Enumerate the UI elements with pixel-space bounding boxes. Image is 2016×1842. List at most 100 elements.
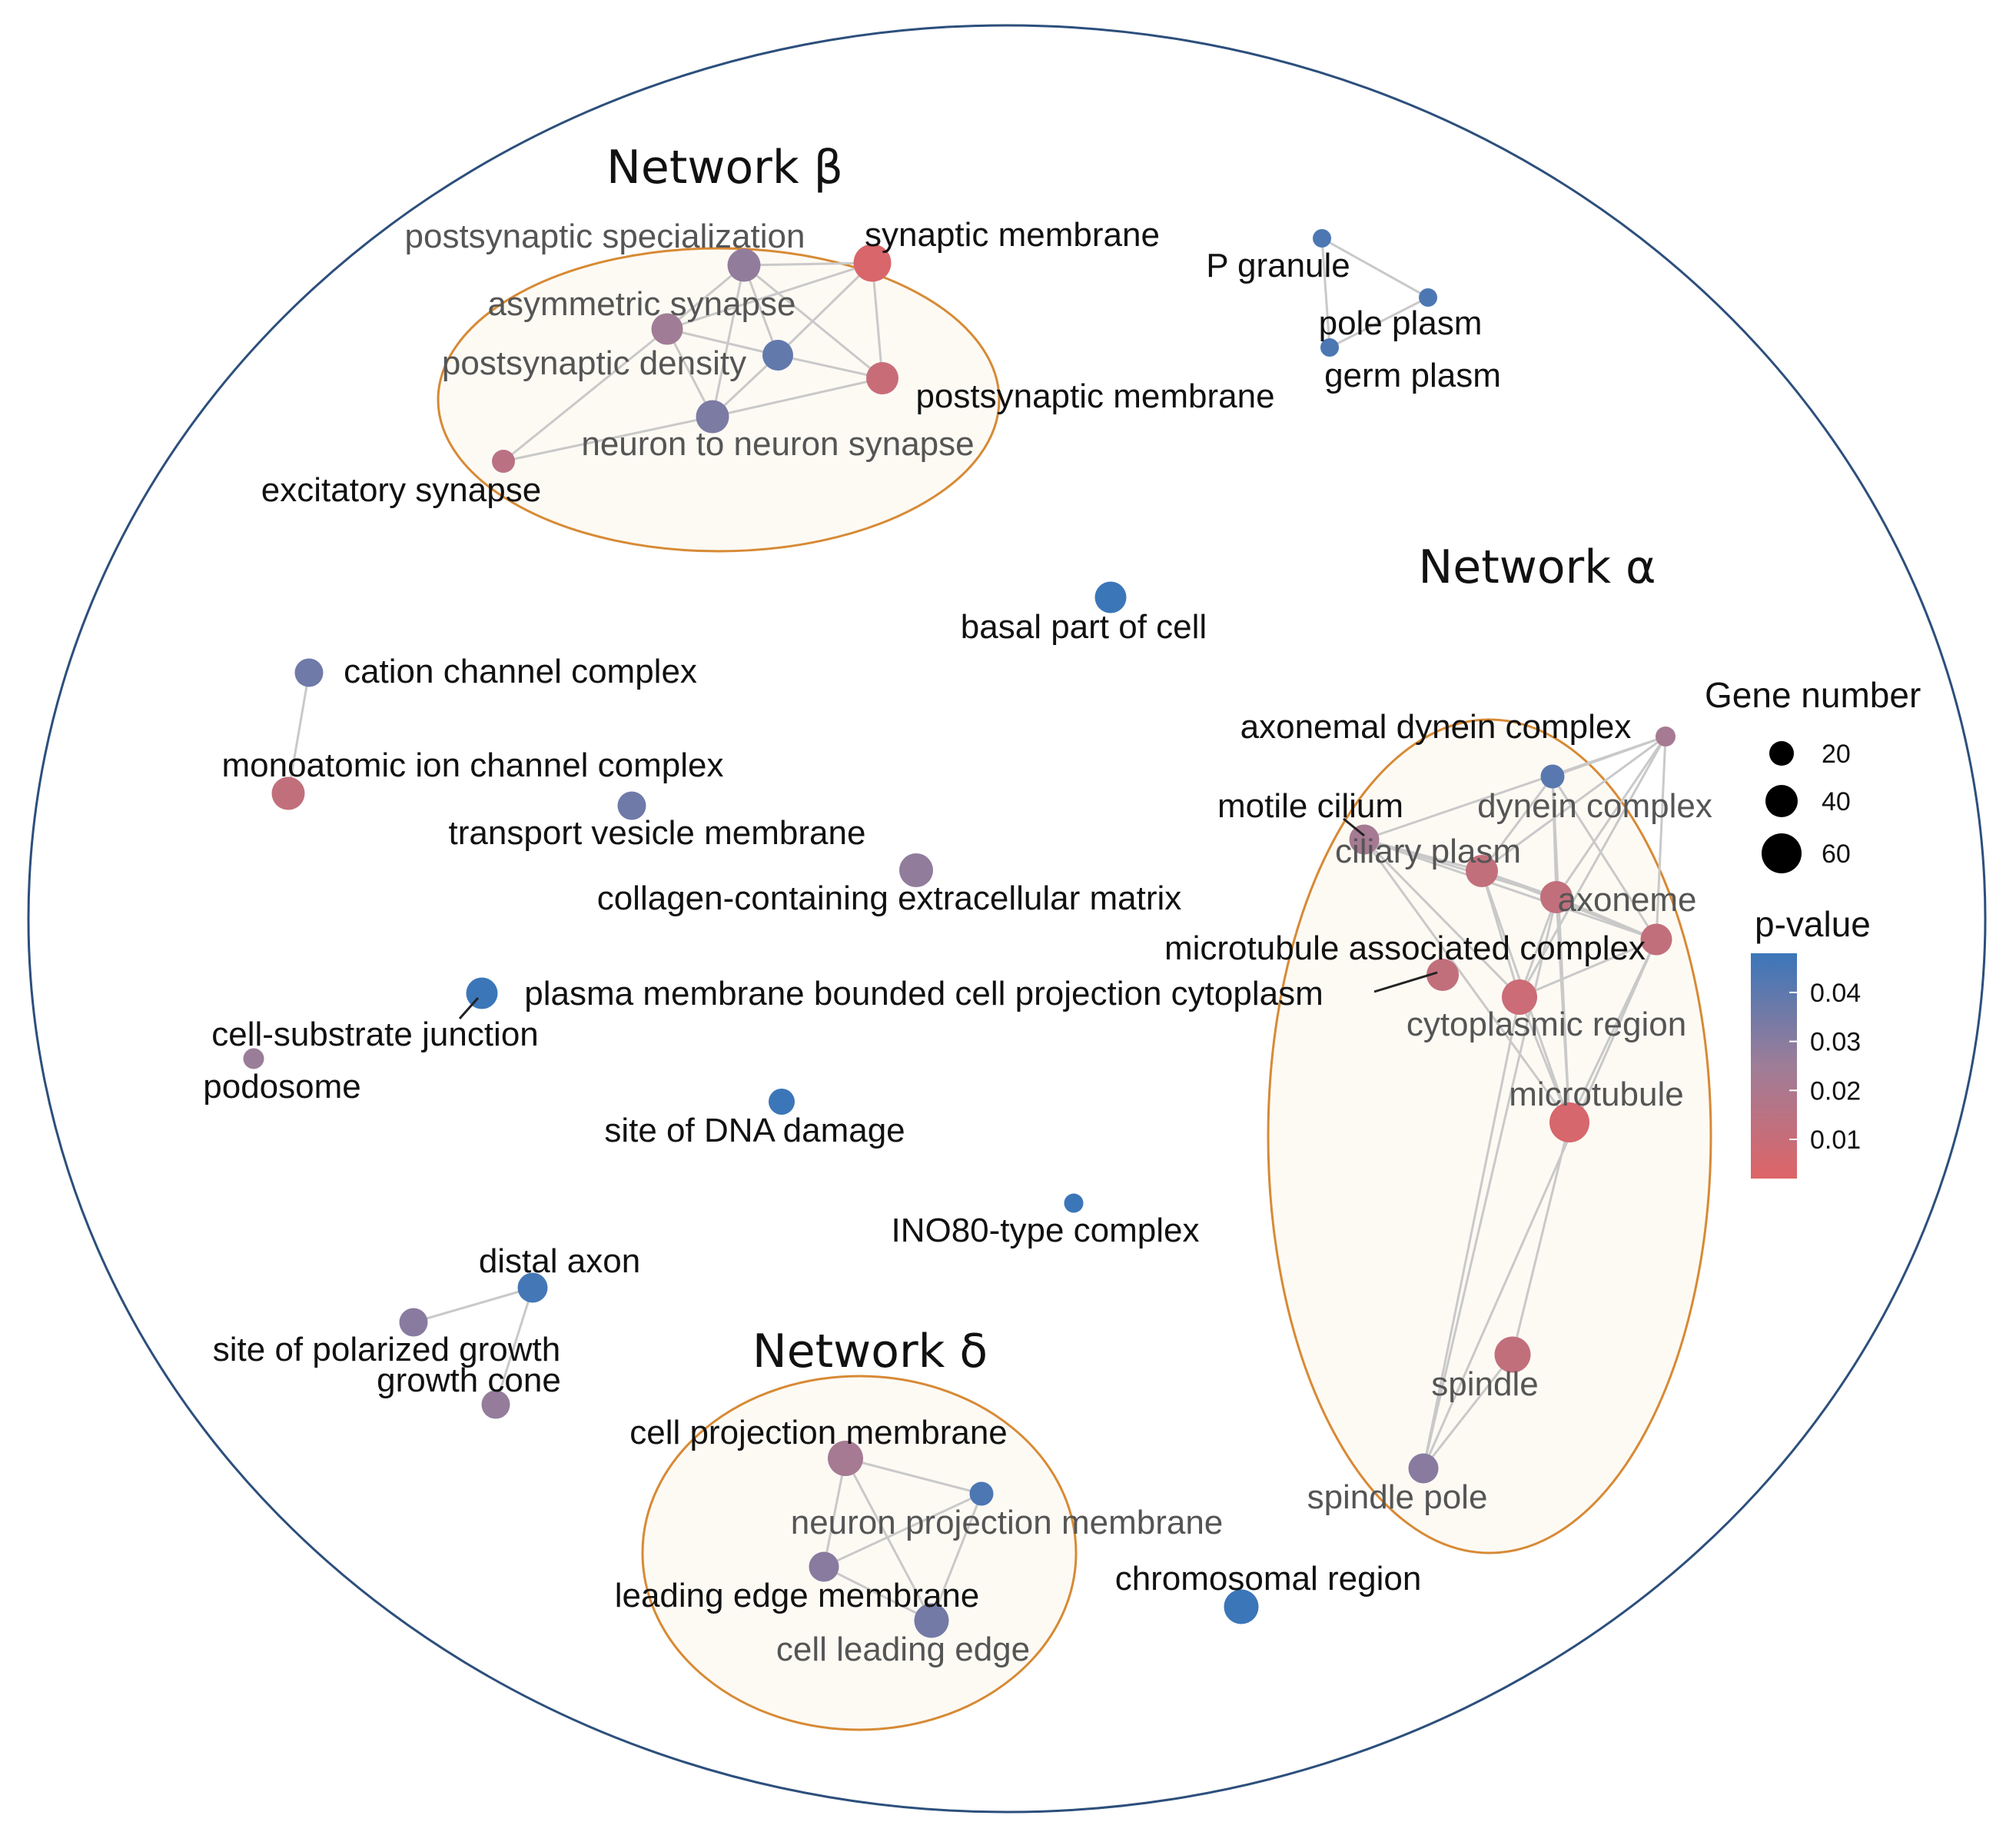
node-collagen-ecm[interactable] — [899, 853, 933, 887]
edge-distal_axon-site_of_polarized_growth — [413, 1286, 533, 1324]
label-pm-bounded-cell-projection-cytoplasm: plasma membrane bounded cell projection … — [524, 975, 1323, 1012]
node-monoatomic-ion-channel-complex[interactable] — [271, 776, 305, 810]
legend-color-ticks: 0.040.030.020.01 — [1789, 979, 1861, 1155]
node-cell-leading-edge[interactable] — [914, 1603, 949, 1638]
edge-axoneme-cytoplasmic_region — [1518, 896, 1558, 998]
node-ciliary-plasm[interactable] — [1466, 855, 1498, 887]
label-ciliary-plasm: ciliary plasm — [1335, 833, 1521, 870]
edge-axoneme-microtubule_associated_complex — [1556, 896, 1657, 941]
edge-cytoplasmic_region-spindle_pole — [1422, 996, 1521, 1469]
node-chromosomal-region[interactable] — [1224, 1589, 1259, 1624]
node-site-of-dna-damage[interactable] — [769, 1089, 795, 1115]
edge-cation_channel_complex-monoatomic_ion_channel_complex — [287, 672, 311, 794]
legend-size-value-1: 40 — [1822, 787, 1851, 816]
edge-synaptic_membrane-asymmetric_synapse — [666, 261, 873, 331]
edge-axonemal_dynein_complex-microtubule_associated_complex — [1655, 736, 1667, 940]
label-collagen-ecm: collagen-containing extracellular matrix — [597, 879, 1182, 917]
node-leading-edge-membrane[interactable] — [809, 1551, 839, 1582]
node-distal-axon[interactable] — [517, 1272, 548, 1303]
legend-color-tick-label-3: 0.01 — [1810, 1125, 1861, 1155]
legend-color-tick-label-2: 0.02 — [1810, 1076, 1861, 1106]
network-alpha-ellipse — [1267, 718, 1712, 1554]
edge-p_granule-pole_plasm — [1321, 237, 1429, 299]
legend: Gene number 20 40 60 p-value 0.040.030.0… — [1705, 675, 1921, 1179]
label-excitatory-synapse: excitatory synapse — [261, 471, 541, 509]
node-excitatory-synapse[interactable] — [492, 450, 515, 473]
label-spindle: spindle — [1431, 1365, 1538, 1403]
legend-color-tick-label-1: 0.03 — [1810, 1028, 1861, 1057]
node-transport-vesicle-membrane[interactable] — [617, 791, 646, 820]
legend-size-title: Gene number — [1705, 675, 1921, 715]
network-delta-ellipse — [641, 1375, 1078, 1731]
node-neuron-to-neuron-synapse[interactable] — [696, 400, 729, 434]
node-synaptic-membrane[interactable] — [853, 244, 892, 282]
node-ino80-type-complex[interactable] — [1064, 1193, 1084, 1213]
label-ino80-type-complex: INO80-type complex — [891, 1212, 1199, 1249]
node-axonemal-dynein-complex[interactable] — [1656, 726, 1676, 746]
node-asymmetric-synapse[interactable] — [651, 313, 683, 345]
edge-neuron_projection_membrane-leading_edge_membrane — [823, 1492, 982, 1568]
label-axoneme: axoneme — [1557, 881, 1696, 919]
node-pm-bounded-cell-projection-cytoplasm[interactable] — [1426, 959, 1459, 991]
node-cell-projection-membrane[interactable] — [828, 1441, 863, 1476]
label-axonemal-dynein-complex: axonemal dynein complex — [1240, 708, 1632, 746]
label-chromosomal-region: chromosomal region — [1115, 1560, 1422, 1598]
node-motile-cilium[interactable] — [1349, 824, 1380, 855]
node-pole-plasm[interactable] — [1419, 288, 1437, 307]
label-asymmetric-synapse: asymmetric synapse — [487, 285, 795, 323]
node-cytoplasmic-region[interactable] — [1502, 979, 1537, 1015]
edge-neuron_to_neuron_synapse-excitatory_synapse — [503, 415, 713, 463]
edge-postsynaptic_specialization-neuron_to_neuron_synapse — [711, 264, 746, 417]
node-microtubule-associated-complex[interactable] — [1640, 923, 1672, 956]
edge-axonemal_dynein_complex-ciliary_plasm — [1481, 735, 1666, 873]
edge-postsynaptic_specialization-synaptic_membrane — [743, 261, 873, 267]
label-dynein-complex: dynein complex — [1477, 787, 1712, 825]
node-postsynaptic-density[interactable] — [762, 340, 793, 371]
label-synaptic-membrane: synaptic membrane — [865, 216, 1160, 254]
node-growth-cone[interactable] — [481, 1390, 510, 1419]
node-microtubule[interactable] — [1549, 1102, 1589, 1142]
label-neuron-projection-membrane: neuron projection membrane — [791, 1504, 1224, 1541]
edge-spindle-spindle_pole — [1422, 1354, 1514, 1469]
label-transport-vesicle-membrane: transport vesicle membrane — [449, 814, 866, 852]
edge-axonemal_dynein_complex-motile_cilium — [1363, 735, 1666, 841]
nodes-layer — [243, 229, 1676, 1638]
edge-leading_edge_membrane-cell_leading_edge — [823, 1565, 932, 1622]
label-leading-edge-membrane: leading edge membrane — [615, 1577, 980, 1614]
node-cell-substrate-junction[interactable] — [243, 1048, 264, 1069]
label-cell-leading-edge: cell leading edge — [776, 1631, 1030, 1668]
node-dynein-complex[interactable] — [1540, 764, 1565, 789]
label-germ-plasm: germ plasm — [1324, 357, 1501, 394]
label-postsynaptic-density: postsynaptic density — [442, 344, 746, 382]
edge-cell_projection_membrane-cell_leading_edge — [844, 1458, 933, 1621]
node-cation-channel-complex[interactable] — [294, 658, 324, 687]
node-postsynaptic-membrane[interactable] — [866, 362, 898, 394]
edge-postsynaptic_specialization-asymmetric_synapse — [666, 264, 745, 331]
node-neuron-projection-membrane[interactable] — [969, 1481, 994, 1506]
node-basal-part-of-cell[interactable] — [1094, 581, 1127, 613]
label-leader-cell-substrate-junction — [458, 997, 480, 1019]
node-axoneme[interactable] — [1540, 881, 1573, 913]
label-leader-motile-cilium — [1343, 817, 1365, 837]
edge-neuron_to_neuron_synapse-postsynaptic_membrane — [712, 377, 883, 418]
network-alpha-title: Network α — [1418, 540, 1656, 594]
edge-synaptic_membrane-postsynaptic_density — [776, 261, 874, 357]
label-cell-projection-membrane: cell projection membrane — [629, 1414, 1008, 1451]
label-distal-axon: distal axon — [479, 1242, 640, 1280]
label-neuron-to-neuron-synapse: neuron to neuron synapse — [581, 425, 974, 463]
node-site-of-polarized-growth[interactable] — [399, 1308, 428, 1337]
label-postsynaptic-membrane: postsynaptic membrane — [915, 377, 1274, 415]
node-spindle-pole[interactable] — [1408, 1453, 1439, 1484]
label-growth-cone: growth cone — [377, 1362, 561, 1399]
label-spindle-pole: spindle pole — [1307, 1478, 1488, 1516]
node-p-granule[interactable] — [1313, 229, 1331, 248]
label-cell-substrate-junction: cell-substrate junction — [211, 1016, 539, 1053]
node-spindle[interactable] — [1494, 1336, 1531, 1373]
node-postsynaptic-specialization[interactable] — [727, 248, 761, 282]
label-cytoplasmic-region: cytoplasmic region — [1407, 1006, 1686, 1043]
label-basal-part-of-cell: basal part of cell — [961, 608, 1207, 646]
label-microtubule-associated-complex: microtubule associated complex — [1164, 929, 1646, 967]
edge-dynein_complex-ciliary_plasm — [1480, 776, 1554, 872]
node-germ-plasm[interactable] — [1320, 338, 1339, 357]
edge-cytoplasmic_region-microtubule — [1518, 996, 1571, 1123]
